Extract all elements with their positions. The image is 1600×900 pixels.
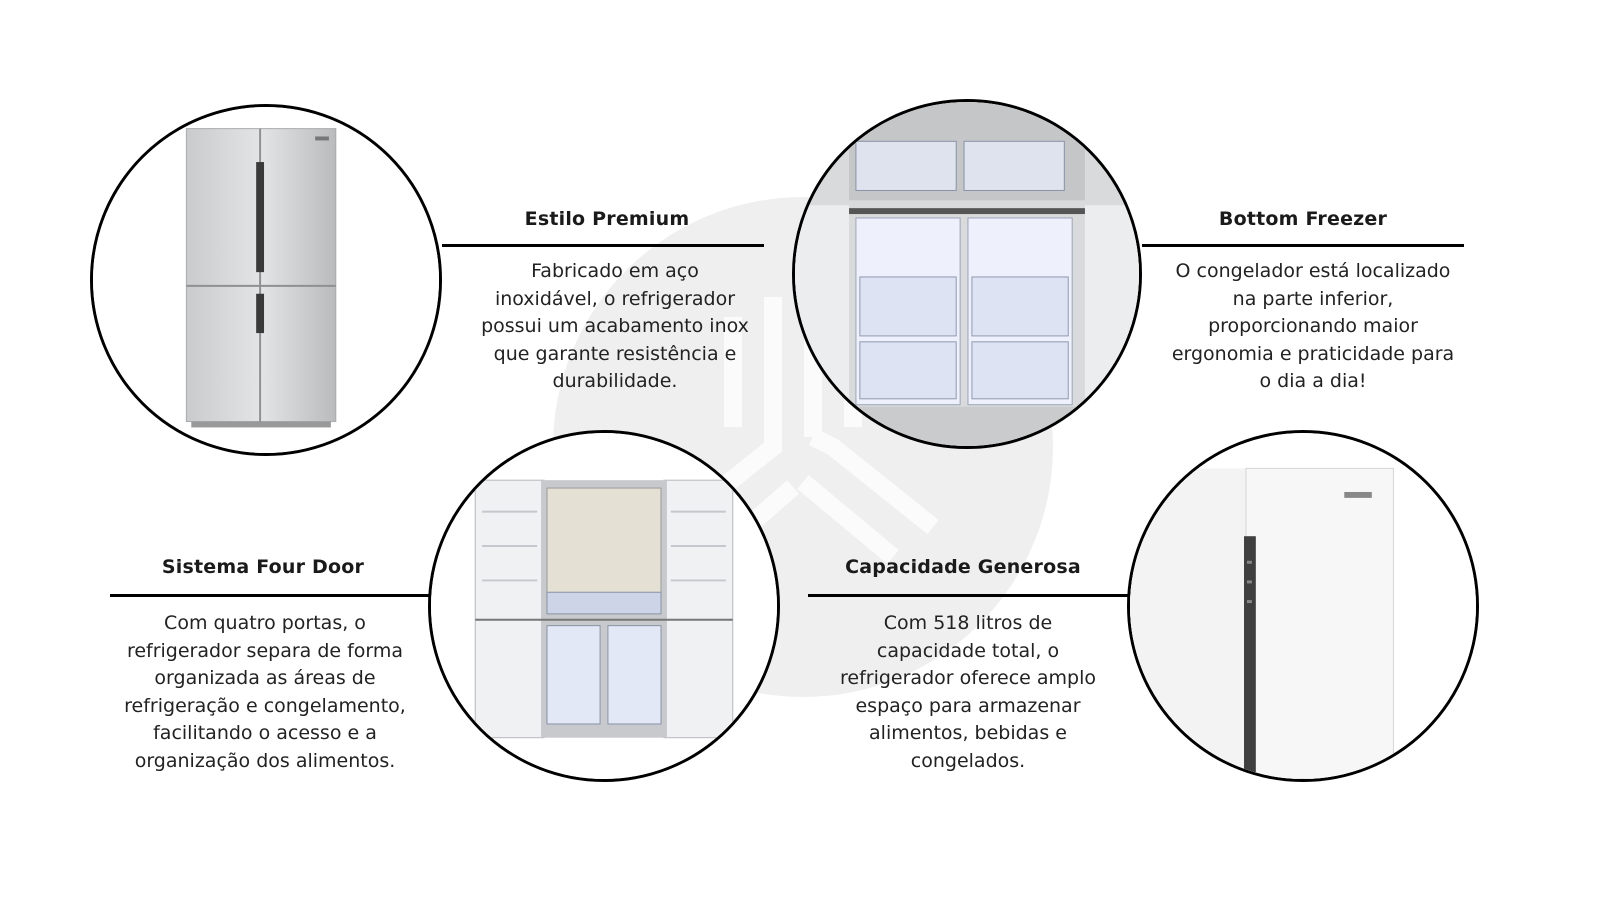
feature-title: Estilo Premium xyxy=(524,208,690,230)
image-circle-fridge-open xyxy=(428,430,780,782)
image-circle-door-closeup xyxy=(1127,430,1479,782)
door-closeup-illustration xyxy=(1130,433,1476,779)
feature-bottom-freezer: Bottom Freezer O congelador está localiz… xyxy=(1142,204,1482,404)
feature-title: Sistema Four Door xyxy=(161,556,365,578)
feature-estilo-premium: Estilo Premium Fabricado em aço inoxidáv… xyxy=(442,204,772,404)
fridge-open-illustration xyxy=(431,433,777,779)
feature-capacidade-generosa: Capacidade Generosa Com 518 litros de ca… xyxy=(808,554,1138,794)
image-circle-fridge-front xyxy=(90,104,442,456)
feature-title: Capacidade Generosa xyxy=(845,556,1081,578)
divider-line xyxy=(110,594,430,597)
divider-line xyxy=(1142,244,1464,247)
feature-description: Com 518 litros de capacidade total, o re… xyxy=(840,612,1096,772)
fridge-front-illustration xyxy=(93,107,439,453)
feature-description: Fabricado em aço inoxidável, o refrigera… xyxy=(481,260,749,392)
feature-sistema-four-door: Sistema Four Door Com quatro portas, o r… xyxy=(110,554,440,794)
feature-description: Com quatro portas, o refrigerador separa… xyxy=(124,612,406,772)
feature-description: O congelador está localizado na parte in… xyxy=(1171,260,1455,392)
divider-line xyxy=(442,244,764,247)
image-circle-drawers xyxy=(792,99,1142,449)
divider-line xyxy=(808,594,1130,597)
feature-title: Bottom Freezer xyxy=(1218,208,1388,230)
drawers-illustration xyxy=(795,102,1139,446)
